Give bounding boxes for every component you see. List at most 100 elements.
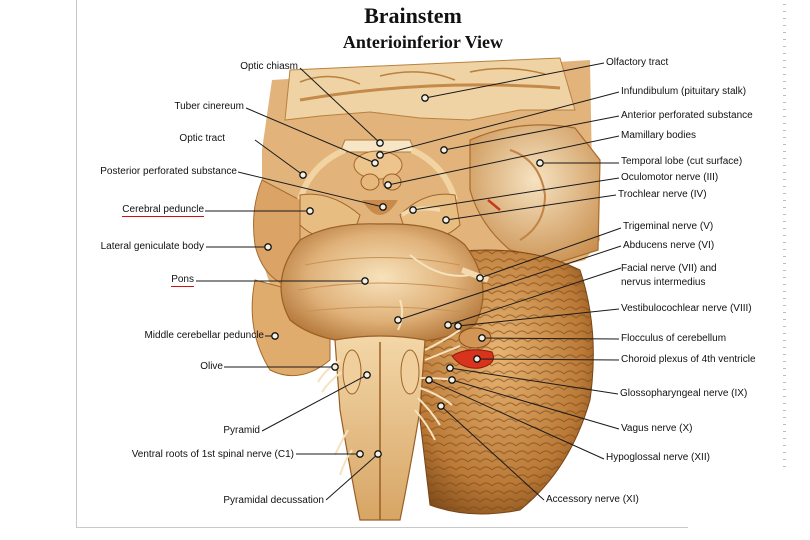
leader-facial-nerve — [447, 267, 622, 326]
dot-lateral-geniculate-body — [264, 243, 272, 251]
leader-olfactory-tract — [424, 62, 605, 99]
leader-mamillary-bodies — [387, 135, 620, 186]
label-nervus-intermedius: nervus intermedius — [621, 277, 706, 288]
temporal-lobe — [469, 124, 601, 263]
dot-temporal-lobe — [536, 159, 544, 167]
dot-pyramidal-decussation — [374, 450, 382, 458]
label-cerebral-peduncle-text: Cerebral peduncle — [122, 204, 204, 217]
title: Brainstem — [364, 3, 462, 28]
leader-lines — [196, 62, 622, 501]
label-oculomotor-nerve: Oculomotor nerve (III) — [621, 172, 719, 183]
leader-tuber-cinereum — [245, 107, 376, 164]
dot-optic-chiasm — [376, 139, 384, 147]
label-flocculus: Flocculus of cerebellum — [621, 333, 727, 344]
leader-trigeminal-nerve — [479, 227, 622, 279]
label-olive: Olive — [200, 361, 223, 372]
label-choroid-plexus: Choroid plexus of 4th ventricle — [621, 354, 756, 365]
dot-mamillary-bodies — [384, 181, 392, 189]
dot-accessory-nerve — [437, 402, 445, 410]
dot-olfactory-tract — [421, 94, 429, 102]
subtitle: Anterioinferior View — [342, 32, 504, 52]
leader-glossopharyngeal-nerve — [449, 367, 619, 395]
label-pyramid: Pyramid — [223, 425, 260, 436]
leader-abducens-nerve — [397, 245, 622, 321]
dot-vagus-nerve — [448, 376, 456, 384]
dot-oculomotor-nerve — [409, 206, 417, 214]
olive-left — [342, 349, 362, 395]
label-lateral-geniculate-body: Lateral geniculate body — [100, 241, 204, 252]
choroid-plexus — [451, 349, 494, 369]
dot-glossopharyngeal-nerve — [446, 364, 454, 372]
label-posterior-perforated-substance: Posterior perforated substance — [100, 166, 237, 177]
leader-vagus-nerve — [451, 379, 620, 430]
label-infundibulum: Infundibulum (pituitary stalk) — [621, 86, 747, 97]
leader-flocculus — [481, 337, 620, 340]
dot-facial-nerve — [444, 321, 452, 329]
olfactory-tract — [299, 83, 561, 102]
mamillary-body-left — [360, 173, 380, 191]
dot-abducens-nerve — [394, 316, 402, 324]
dot-ventral-roots-c1 — [356, 450, 364, 458]
label-pyramidal-decussation: Pyramidal decussation — [223, 495, 324, 506]
leader-infundibulum — [379, 91, 620, 156]
label-pons: Pons — [171, 274, 194, 287]
label-trigeminal-nerve: Trigeminal nerve (V) — [623, 221, 714, 232]
trigeminal-nerve — [460, 267, 490, 283]
pointer-dots — [264, 94, 544, 458]
leader-hypoglossal-nerve — [428, 379, 605, 460]
dot-cerebral-peduncle — [306, 207, 314, 215]
dot-pons — [361, 277, 369, 285]
label-abducens-nerve: Abducens nerve (VI) — [623, 240, 715, 251]
dot-hypoglossal-nerve — [425, 376, 433, 384]
label-tuber-cinereum: Tuber cinereum — [174, 101, 244, 112]
olfactory-region — [284, 57, 576, 121]
label-pons-text: Pons — [171, 274, 194, 287]
leader-optic-tract — [254, 139, 304, 176]
label-mamillary-bodies: Mamillary bodies — [621, 130, 697, 141]
dot-infundibulum — [376, 151, 384, 159]
label-anterior-perforated-substance: Anterior perforated substance — [621, 110, 753, 121]
dot-optic-tract — [299, 171, 307, 179]
dot-middle-cerebellar-peduncle — [271, 332, 279, 340]
dot-trochlear-nerve — [442, 216, 450, 224]
label-optic-tract: Optic tract — [179, 133, 225, 144]
leader-trochlear-nerve — [445, 194, 617, 221]
label-hypoglossal-nerve: Hypoglossal nerve (XII) — [606, 452, 710, 463]
label-accessory-nerve: Accessory nerve (XI) — [546, 494, 639, 505]
optic-tract-left — [297, 147, 347, 201]
label-glossopharyngeal-nerve: Glossopharyngeal nerve (IX) — [620, 388, 748, 399]
dot-choroid-plexus — [473, 355, 481, 363]
label-olfactory-tract: Olfactory tract — [606, 57, 669, 68]
dot-vestibulocochlear-nerve — [454, 322, 462, 330]
label-optic-chiasm: Optic chiasm — [240, 61, 298, 72]
dot-olive — [331, 363, 339, 371]
label-temporal-lobe: Temporal lobe (cut surface) — [621, 156, 743, 167]
leader-pyramid — [261, 374, 368, 432]
label-vagus-nerve: Vagus nerve (X) — [621, 423, 693, 434]
dot-trigeminal-nerve — [476, 274, 484, 282]
edge-ticks — [783, 0, 787, 470]
olive-right — [400, 349, 420, 395]
leader-optic-chiasm — [299, 67, 381, 144]
label-facial-nerve: Facial nerve (VII) and — [621, 263, 717, 274]
leader-accessory-nerve — [440, 405, 545, 501]
dot-tuber-cinereum — [371, 159, 379, 167]
label-vestibulocochlear-nerve: Vestibulocochlear nerve (VIII) — [621, 303, 752, 314]
dot-pyramid — [363, 371, 371, 379]
dot-posterior-perforated-substance — [379, 203, 387, 211]
leader-oculomotor-nerve — [412, 177, 620, 211]
leader-pyramidal-decussation — [325, 453, 379, 501]
dot-flocculus — [478, 334, 486, 342]
dot-anterior-perforated-substance — [440, 146, 448, 154]
label-ventral-roots-c1: Ventral roots of 1st spinal nerve (C1) — [131, 449, 294, 460]
leader-choroid-plexus — [476, 358, 620, 361]
label-cerebral-peduncle: Cerebral peduncle — [122, 204, 204, 217]
optic-tract-right — [410, 147, 458, 201]
leader-vestibulocochlear-nerve — [457, 308, 620, 327]
label-middle-cerebellar-peduncle: Middle cerebellar peduncle — [144, 330, 264, 341]
leader-posterior-perforated-substance — [237, 171, 384, 208]
leader-anterior-perforated-substance — [443, 115, 620, 151]
label-trochlear-nerve: Trochlear nerve (IV) — [618, 189, 707, 200]
